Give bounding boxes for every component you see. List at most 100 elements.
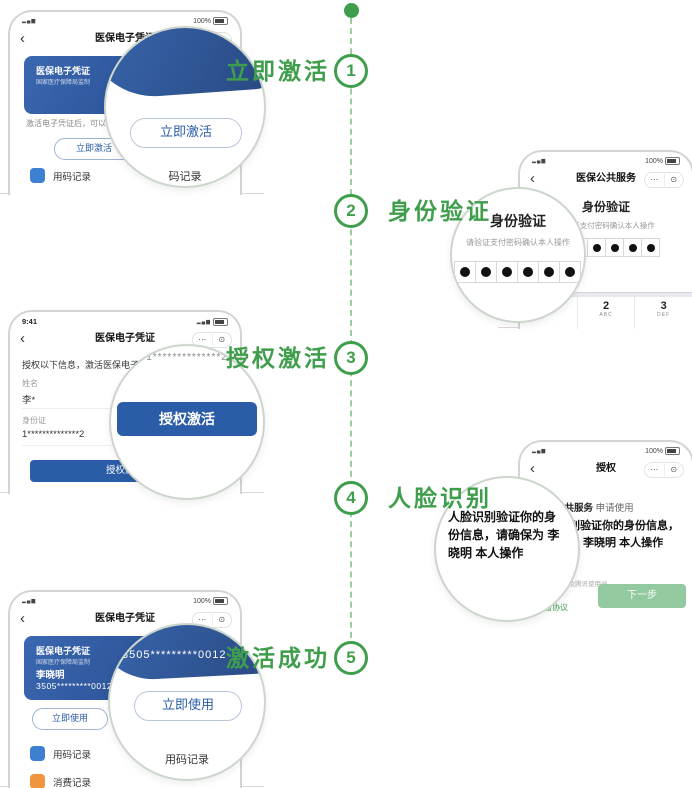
step-label-face-recognition: 人脸识别 — [388, 485, 492, 511]
battery-percent: 100% — [645, 447, 663, 455]
timeline-dot — [344, 3, 359, 18]
password-box[interactable] — [605, 238, 624, 257]
more-icon[interactable]: ⋯ — [645, 174, 665, 186]
minimize-icon[interactable]: ⊙ — [218, 615, 226, 624]
password-box[interactable] — [454, 261, 476, 283]
magnifier-circle-5: 3505*********0012 立即使用 用码记录 — [108, 623, 266, 781]
password-box[interactable] — [641, 238, 660, 257]
battery-icon — [665, 447, 680, 455]
more-icon[interactable]: ⋯ — [193, 334, 213, 346]
zoomed-face-verify-text: 人脸识别验证你的身份信息，请确保为 李晓明 本人操作 — [448, 510, 560, 560]
signal-icon: ▂▄▆ — [22, 598, 37, 604]
battery-percent: 100% — [645, 157, 663, 165]
password-box[interactable] — [475, 261, 497, 283]
nav-bar: ‹ 医保公共服务 ⋯ ⊙ — [520, 168, 692, 190]
magnifier-circle-1: 立即激活 码记录 — [104, 26, 266, 188]
battery-percent: 100% — [193, 597, 211, 605]
list-item-label: 用码记录 — [53, 749, 92, 761]
code-record-icon — [30, 168, 45, 183]
next-step-button[interactable]: 下一步 — [598, 584, 686, 608]
numeric-keypad: 1 2 ABC 3 DEF — [520, 292, 692, 329]
signal-icon: ▂▄▆ — [532, 448, 547, 454]
minimize-icon[interactable]: ⊙ — [670, 175, 678, 184]
wechat-capsule[interactable]: ⋯ ⊙ — [644, 172, 684, 188]
back-icon[interactable]: ‹ — [530, 460, 535, 477]
password-dot — [646, 243, 655, 252]
request-text: 申请使用 — [595, 503, 634, 514]
keypad-key-3[interactable]: 3 DEF — [635, 297, 692, 329]
more-icon[interactable]: ⋯ — [645, 464, 665, 476]
zoomed-text-fragment: 码记录 — [168, 171, 202, 183]
step-badge-2: 2 — [334, 194, 368, 228]
password-box[interactable] — [538, 261, 560, 283]
back-icon[interactable]: ‹ — [20, 330, 25, 347]
password-dot — [610, 243, 619, 252]
password-box[interactable] — [496, 261, 518, 283]
battery-icon — [665, 157, 680, 165]
zoomed-activate-now-button[interactable]: 立即激活 — [130, 118, 242, 148]
status-bar: ▂▄▆ 100% — [10, 17, 240, 25]
password-box[interactable] — [517, 261, 539, 283]
list-item-spend-records[interactable]: 消费记录 — [30, 774, 91, 788]
password-box[interactable] — [587, 238, 606, 257]
signal-icon: ▂▄▆ — [22, 18, 37, 24]
minimize-icon[interactable]: ⊙ — [218, 335, 226, 344]
list-item-label: 用码记录 — [53, 171, 92, 183]
step-badge-3: 3 — [334, 341, 368, 375]
battery-indicator: 100% — [645, 447, 680, 455]
clock-text: 9:41 — [22, 317, 38, 326]
battery-percent: 100% — [193, 17, 211, 25]
keypad-key-2[interactable]: 2 ABC — [577, 297, 635, 329]
wechat-capsule[interactable]: ⋯ ⊙ — [644, 462, 684, 478]
battery-indicator: 100% — [193, 597, 228, 605]
activate-hint-text: 激活电子凭证后，可以使用更多的医保服务 — [26, 119, 178, 128]
password-dot — [544, 267, 554, 277]
password-dot — [628, 243, 637, 252]
list-item-code-records[interactable]: 用码记录 — [30, 168, 91, 183]
zoomed-authorize-activate-button[interactable]: 授权激活 — [117, 402, 257, 436]
view-agreement-link[interactable]: 查看协议 — [536, 603, 568, 612]
list-item-code-records[interactable]: 用码记录 — [30, 746, 91, 761]
password-box[interactable] — [623, 238, 642, 257]
signal-icon: ▂▄▆ — [196, 318, 211, 325]
magnifier-circle-3: 1**************2 授权激活 — [109, 344, 265, 500]
step-badge-5: 5 — [334, 641, 368, 675]
zoomed-password-input[interactable] — [454, 261, 581, 283]
card-title: 医保电子凭证 — [36, 646, 91, 656]
zoomed-text-fragment: 用码记录 — [165, 754, 209, 766]
minimize-icon[interactable]: ⊙ — [670, 465, 678, 474]
step-label-authorize: 授权激活 — [226, 345, 330, 371]
code-record-icon — [30, 746, 45, 761]
password-dot — [481, 267, 491, 277]
zoomed-masked-id: 1**************2 — [146, 352, 228, 363]
battery-indicator: 100% — [193, 17, 228, 25]
zoomed-use-now-button[interactable]: 立即使用 — [134, 691, 242, 721]
name-field-value: 李* — [22, 395, 36, 406]
list-item-label: 消费记录 — [53, 777, 92, 788]
nav-title: 医保电子凭证 — [95, 613, 155, 624]
battery-indicator: ▂▄▆ — [196, 317, 228, 326]
password-dot — [592, 243, 601, 252]
back-icon[interactable]: ‹ — [20, 610, 25, 627]
password-dot — [565, 267, 575, 277]
id-field-label: 身份证 — [22, 416, 46, 425]
more-icon[interactable]: ⋯ — [193, 614, 213, 626]
spend-record-icon — [30, 774, 45, 788]
password-box[interactable] — [559, 261, 581, 283]
password-dot — [502, 267, 512, 277]
step-label-activation-success: 激活成功 — [226, 645, 330, 671]
battery-icon — [213, 317, 228, 326]
key-letters: DEF — [657, 312, 671, 318]
nav-bar: ‹ 授权 ⋯ ⊙ — [520, 458, 692, 480]
status-bar: ▂▄▆ 100% — [10, 597, 240, 605]
use-now-button[interactable]: 立即使用 — [32, 708, 108, 730]
back-icon[interactable]: ‹ — [530, 170, 535, 187]
battery-icon — [213, 597, 228, 605]
id-field-value: 1**************2 — [22, 429, 85, 440]
signal-icon: ▂▄▆ — [532, 158, 547, 164]
back-icon[interactable]: ‹ — [20, 30, 25, 47]
card-masked-number: 3505*********0012 — [36, 681, 113, 691]
key-digit: 3 — [660, 300, 667, 312]
step-badge-4: 4 — [334, 481, 368, 515]
nav-title: 医保电子凭证 — [95, 333, 155, 344]
